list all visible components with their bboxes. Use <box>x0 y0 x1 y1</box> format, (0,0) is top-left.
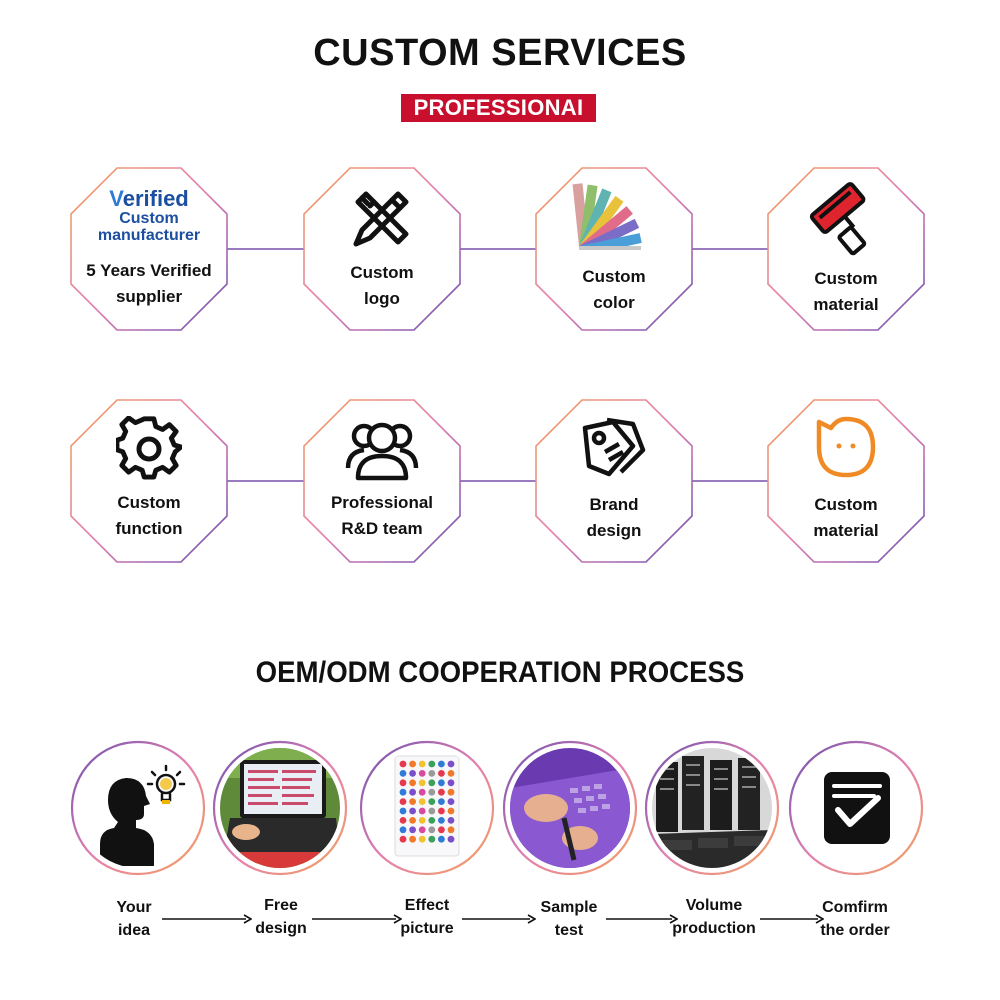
page-title: CUSTOM SERVICES <box>313 32 687 74</box>
process-step-effect <box>357 738 497 878</box>
service-verified-supplier: Verified Custom manufacturer 5 Years Ver… <box>69 166 229 332</box>
verified-subtext: Custom manufacturer <box>97 210 201 244</box>
service-rd-team: Professional R&D team <box>302 398 462 564</box>
service-label: Custom material <box>813 269 879 314</box>
connector-line <box>458 248 538 250</box>
service-label: Custom function <box>115 493 183 538</box>
connector-line <box>226 248 306 250</box>
service-custom-material-2: Custom material <box>766 398 926 564</box>
arrow-right-icon <box>606 914 678 924</box>
idea-head-icon <box>78 748 198 868</box>
process-step-production <box>642 738 782 878</box>
gear-icon <box>69 416 229 482</box>
service-brand-design: Brand design <box>534 398 694 564</box>
service-custom-color: Custom color <box>534 166 694 332</box>
color-swatch-fan <box>534 176 694 250</box>
paint-roller-icon <box>766 178 926 258</box>
dot-chart-photo <box>367 748 487 868</box>
arrow-right-icon <box>312 914 402 924</box>
connector-line <box>458 480 538 482</box>
pencil-ruler-icon <box>302 184 462 252</box>
confirm-order-icon <box>796 748 916 868</box>
verified-logo: Verified <box>109 186 189 211</box>
laptop-photo <box>220 748 340 868</box>
process-step-confirm <box>786 738 926 878</box>
process-step-design <box>210 738 350 878</box>
arrow-right-icon <box>760 914 824 924</box>
sample-test-photo <box>510 748 630 868</box>
connector-line <box>690 480 770 482</box>
service-custom-function: Custom function <box>69 398 229 564</box>
connector-line <box>226 480 306 482</box>
process-title: OEM/ODM COOPERATION PROCESS <box>255 656 745 689</box>
production-photo <box>652 748 772 868</box>
chat-face-icon <box>766 414 926 480</box>
service-label: Custom material <box>813 495 879 540</box>
professional-badge: PROFESSIONAI <box>401 94 596 122</box>
services-row-1: Verified Custom manufacturer 5 Years Ver… <box>0 166 1000 336</box>
service-label: Professional R&D team <box>330 493 434 538</box>
arrow-right-icon <box>462 914 536 924</box>
team-icon <box>302 416 462 482</box>
service-label: Brand design <box>586 495 642 540</box>
process-step-sample <box>500 738 640 878</box>
service-label: 5 Years Verified supplier <box>86 261 212 306</box>
tags-icon <box>534 414 694 484</box>
services-row-2: Custom function Professional R&D team <box>0 398 1000 568</box>
arrow-right-icon <box>162 914 252 924</box>
service-custom-material: Custom material <box>766 166 926 332</box>
service-label: Custom logo <box>350 263 414 308</box>
connector-line <box>690 248 770 250</box>
service-label: Custom color <box>582 267 646 312</box>
service-custom-logo: Custom logo <box>302 166 462 332</box>
process-step-idea <box>68 738 208 878</box>
